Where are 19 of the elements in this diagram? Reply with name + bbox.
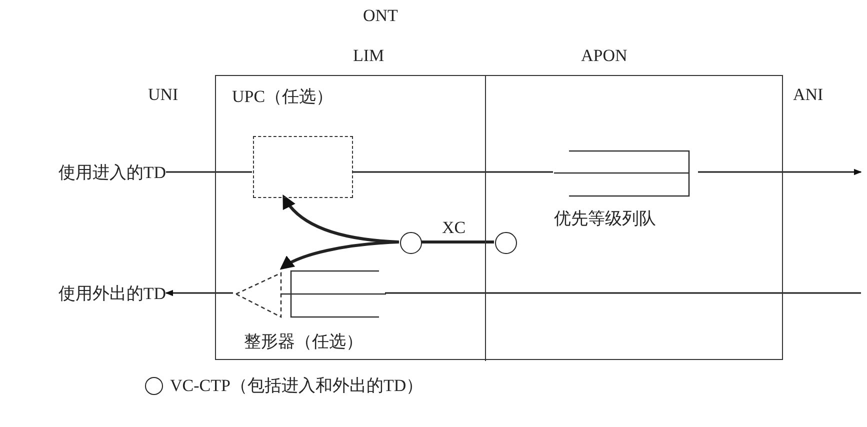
connector-line xyxy=(352,171,553,173)
connector-line xyxy=(166,171,252,173)
interface-label: ANI xyxy=(793,85,824,105)
vc-ctp-circle xyxy=(400,232,422,254)
vc-ctp-circle xyxy=(495,232,517,254)
component-label: 整形器（任选） xyxy=(244,332,363,352)
thick-arrow xyxy=(280,240,400,270)
arrow xyxy=(698,168,862,176)
section-heading: APON xyxy=(581,46,628,66)
component-label: UPC（任选） xyxy=(232,87,334,107)
interface-label: UNI xyxy=(148,85,178,105)
connector-line xyxy=(385,292,861,294)
component-label: 优先等级列队 xyxy=(554,209,656,229)
section-heading: ONT xyxy=(363,6,398,26)
signal-label: 使用进入的TD xyxy=(58,163,166,183)
arrow xyxy=(165,290,233,296)
legend-text: VC-CTP（包括进入和外出的TD） xyxy=(170,376,424,396)
signal-label: 使用外出的TD xyxy=(58,284,166,304)
section-heading: LIM xyxy=(353,46,384,66)
